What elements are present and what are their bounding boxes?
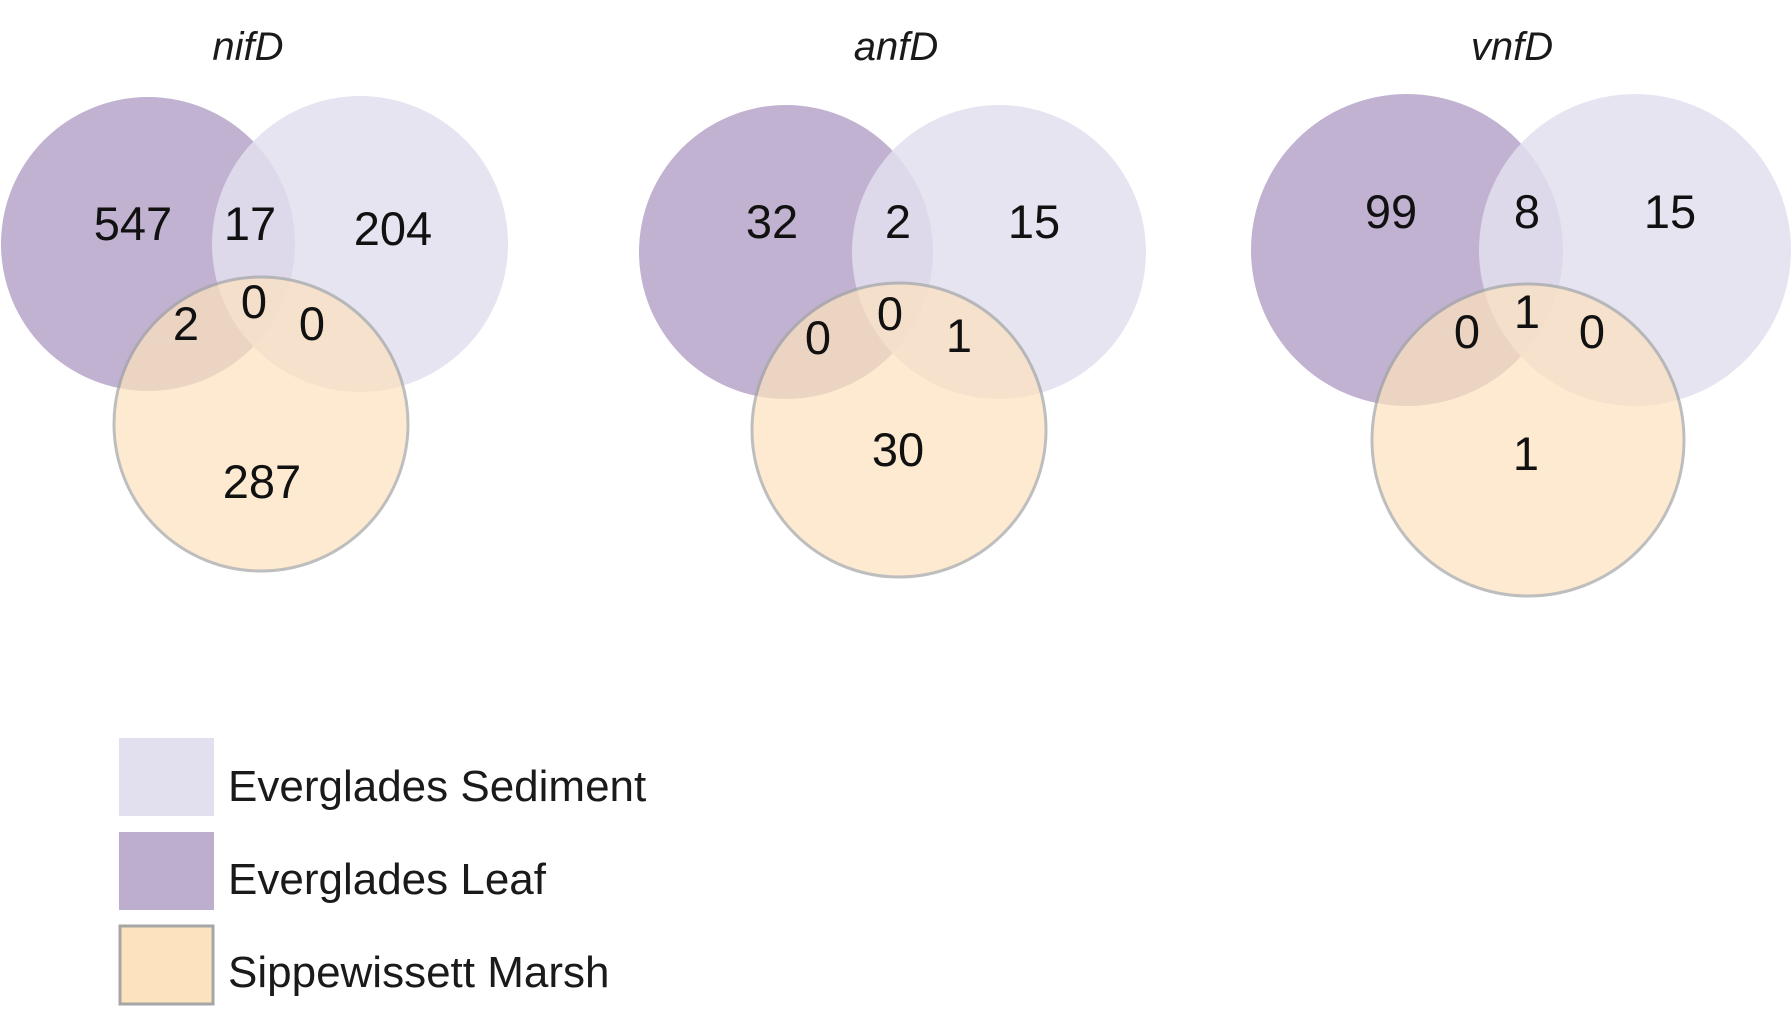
venn-anfd: anfD 32 15 30 2 0 1 0	[639, 25, 1146, 579]
circle-sippewissett-marsh	[112, 275, 410, 573]
count-leaf-marsh: 0	[805, 311, 831, 364]
count-marsh-only: 30	[872, 423, 924, 476]
count-leaf-marsh: 2	[173, 297, 199, 350]
count-all-three: 1	[1514, 285, 1540, 338]
venn-title-anfd: anfD	[854, 25, 939, 69]
legend-swatch-marsh	[118, 924, 215, 1006]
count-leaf-marsh: 0	[1454, 305, 1480, 358]
legend-item-everglades-sediment: Everglades Sediment	[119, 738, 646, 816]
legend: Everglades Sediment Everglades Leaf Sipp…	[118, 738, 646, 1006]
count-marsh-only: 1	[1513, 427, 1539, 480]
circle-sippewissett-marsh	[1370, 282, 1686, 598]
legend-item-everglades-leaf: Everglades Leaf	[119, 832, 547, 910]
count-all-three: 0	[877, 287, 903, 340]
count-leaf-only: 547	[94, 197, 172, 250]
count-leaf-only: 99	[1365, 185, 1417, 238]
count-leaf-sediment: 8	[1514, 185, 1540, 238]
venn-vnfd: vnfD 99 15 1 8 0 0 1	[1251, 25, 1791, 598]
venn-title-nifd: nifD	[212, 25, 283, 69]
legend-swatch-sediment	[119, 738, 214, 816]
count-sediment-marsh: 0	[299, 297, 325, 350]
count-marsh-only: 287	[223, 455, 301, 508]
count-sediment-only: 15	[1644, 185, 1696, 238]
legend-label-sediment: Everglades Sediment	[228, 762, 646, 811]
count-sediment-only: 204	[354, 202, 432, 255]
count-sediment-only: 15	[1008, 195, 1060, 248]
legend-item-sippewissett-marsh: Sippewissett Marsh	[118, 924, 609, 1006]
venn-nifd: nifD 547 204 287 17 2 0 0	[1, 25, 508, 573]
venn-title-vnfd: vnfD	[1471, 25, 1553, 69]
count-sediment-marsh: 1	[946, 309, 972, 362]
count-all-three: 0	[241, 275, 267, 328]
count-sediment-marsh: 0	[1579, 305, 1605, 358]
count-leaf-only: 32	[746, 195, 798, 248]
legend-swatch-leaf	[119, 832, 214, 910]
legend-label-marsh: Sippewissett Marsh	[228, 948, 609, 997]
count-leaf-sediment: 17	[224, 197, 276, 250]
circle-sippewissett-marsh	[750, 281, 1048, 579]
legend-label-leaf: Everglades Leaf	[228, 855, 547, 904]
count-leaf-sediment: 2	[885, 195, 911, 248]
